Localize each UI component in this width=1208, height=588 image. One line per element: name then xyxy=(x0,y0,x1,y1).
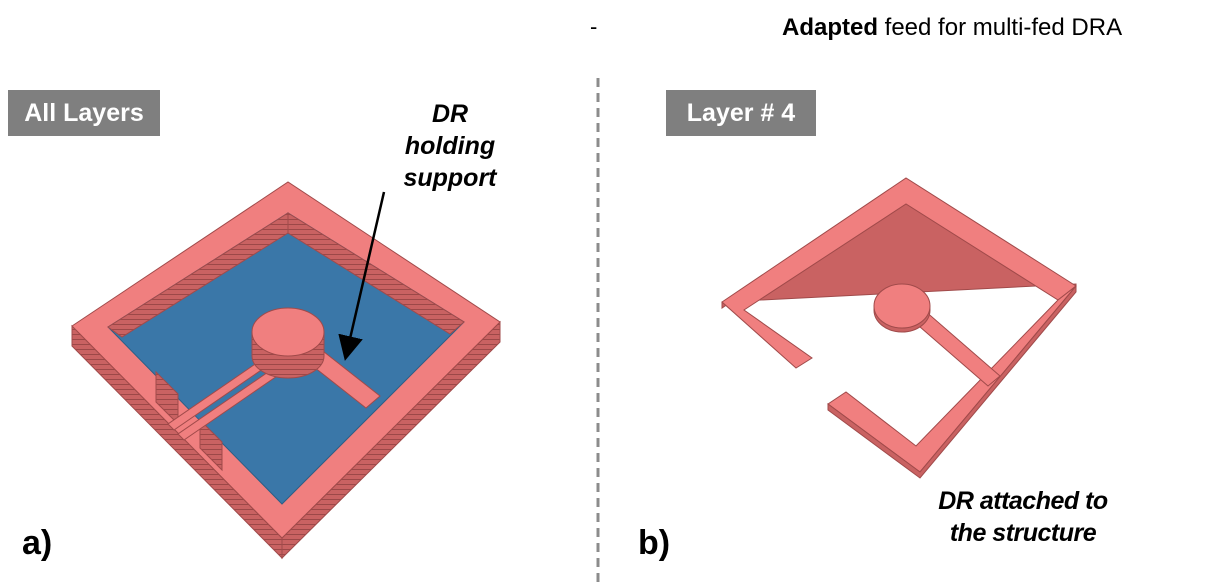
layer4-frame-lower xyxy=(827,285,1077,473)
layer4-frame-front-side xyxy=(827,284,1077,479)
header-title-bold: Adapted xyxy=(782,14,878,41)
dr-attached-label: DR attached to the structure xyxy=(918,485,1128,549)
layer4-dr-disc-top xyxy=(873,283,931,329)
layer-4-model xyxy=(721,177,1077,479)
header-title-rest: feed for multi-fed DRA xyxy=(878,14,1123,41)
layer-4-tag: Layer # 4 xyxy=(666,90,816,136)
panel-b-letter: b) xyxy=(638,524,671,562)
panel-a-letter: a) xyxy=(22,524,53,562)
dr-holding-support-label: DR holding support xyxy=(375,98,525,194)
all-layers-model xyxy=(71,181,501,560)
header-dash: - xyxy=(590,14,598,39)
annotation-arrow xyxy=(338,191,386,361)
annot-a-line3: support xyxy=(403,164,497,192)
annot-b-line2: the structure xyxy=(949,519,1097,547)
annot-a-line2: holding xyxy=(404,132,496,160)
gap-wall-right xyxy=(199,418,223,472)
header-title: Adapted feed for multi-fed DRA xyxy=(782,14,1122,42)
inner-wall-back-right xyxy=(287,212,465,335)
layer4-frame-upper xyxy=(721,177,1077,369)
all-layers-tag: All Layers xyxy=(8,90,160,136)
annot-b-line1: DR attached to xyxy=(938,487,1108,515)
dr-disc-top xyxy=(251,307,325,357)
annot-a-line1: DR xyxy=(431,100,469,128)
